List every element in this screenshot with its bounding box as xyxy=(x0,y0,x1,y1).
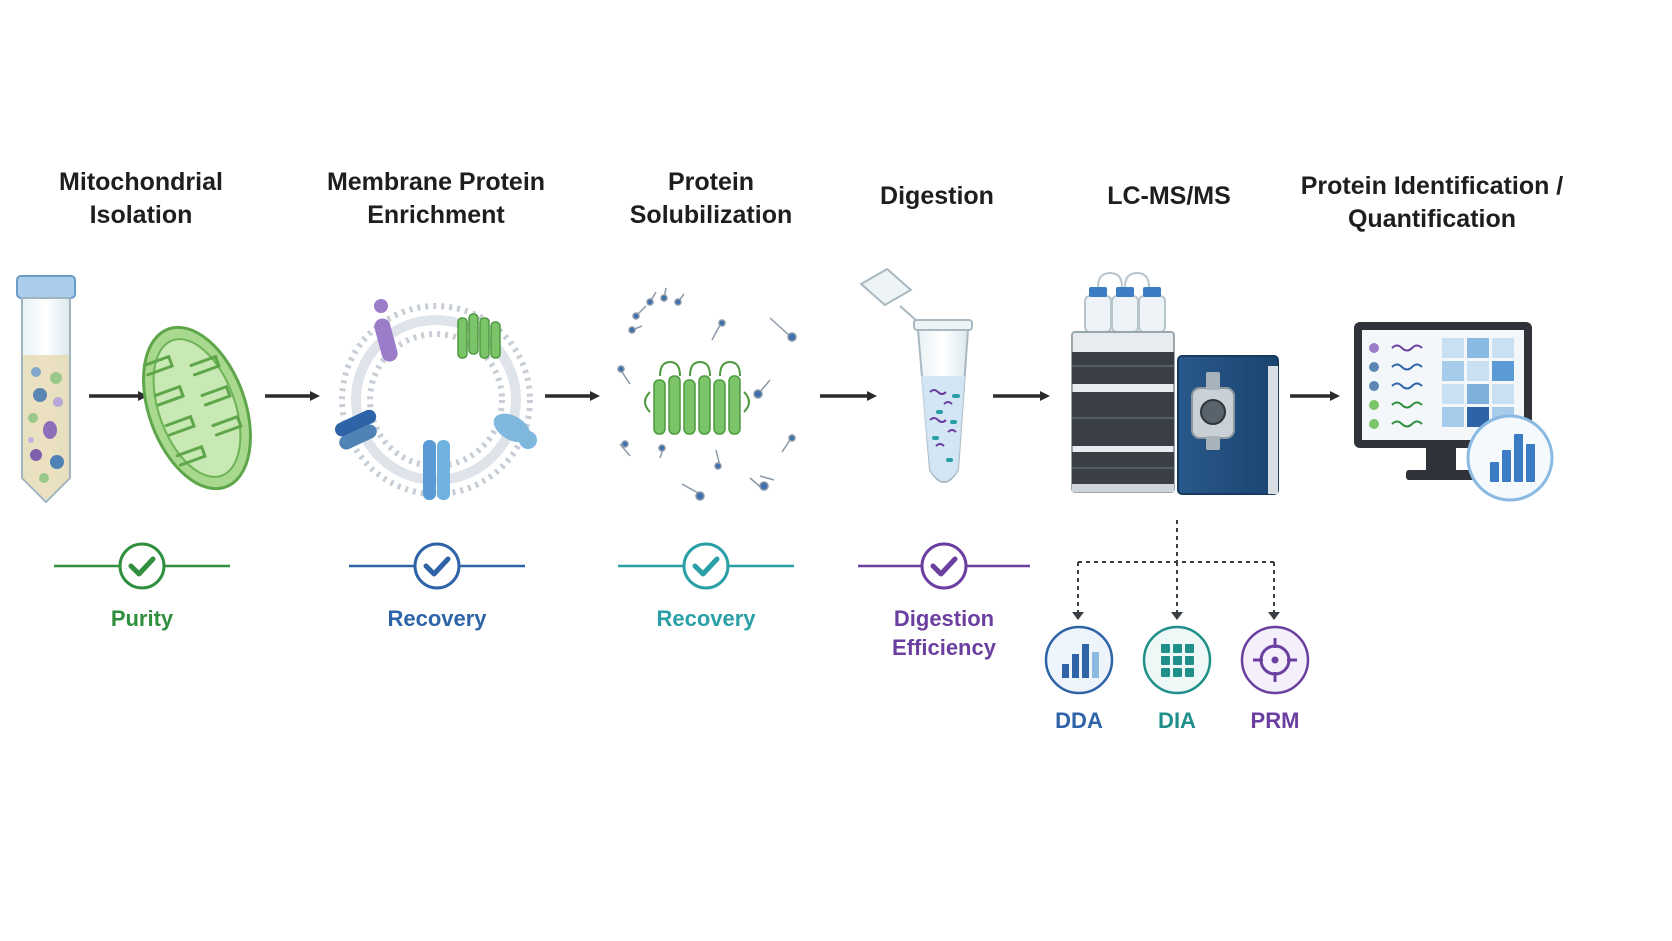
detergent-micelle-icon xyxy=(617,287,797,501)
label-line: Purity xyxy=(110,606,174,631)
grid-icon xyxy=(1142,625,1212,695)
title-line: Membrane Protein xyxy=(326,168,546,196)
step-title-lc-ms-ms: LC-MS/MS xyxy=(1107,180,1231,213)
title-line: LC-MS/MS xyxy=(1107,182,1231,210)
quality-label-recovery: Recovery xyxy=(387,604,486,633)
quality-label-digestion-efficiency: Digestion Efficiency xyxy=(892,604,996,662)
label-line: Digestion xyxy=(893,606,995,631)
label-line: Recovery xyxy=(656,606,756,631)
microcentrifuge-tube-icon xyxy=(859,267,973,483)
step-title-protein-identification: Protein Identification / Quantification xyxy=(1301,170,1564,236)
title-line: Solubilization xyxy=(629,201,793,229)
check-icon xyxy=(413,542,461,590)
check-icon xyxy=(682,542,730,590)
falcon-tube-icon xyxy=(16,275,76,504)
quality-label-purity: Purity xyxy=(111,604,173,633)
mode-label-dda: DDA xyxy=(1055,708,1103,733)
label-line: Recovery xyxy=(387,606,487,631)
bar-chart-icon xyxy=(1044,625,1114,695)
label-line: Efficiency xyxy=(892,635,996,660)
membrane-vesicle-icon xyxy=(334,299,537,500)
check-icon xyxy=(920,542,968,590)
monitor-results-icon xyxy=(1354,322,1554,502)
title-line: Enrichment xyxy=(367,201,505,229)
title-line: Protein Identification / xyxy=(1300,172,1564,200)
title-line: Protein xyxy=(667,168,755,196)
mitochondrion-icon xyxy=(142,325,252,491)
lc-ms-instrument-icon xyxy=(1071,271,1279,495)
mode-label-dia: DIA xyxy=(1158,708,1196,733)
title-line: Mitochondrial xyxy=(59,168,223,196)
acquisition-branch-lines xyxy=(1077,520,1275,616)
step-title-protein-solubilization: Protein Solubilization xyxy=(630,166,793,232)
target-icon xyxy=(1240,625,1310,695)
step-title-membrane-protein-enrichment: Membrane Protein Enrichment xyxy=(327,166,545,232)
quality-label-recovery-2: Recovery xyxy=(656,604,755,633)
step-title-mitochondrial-isolation: Mitochondrial Isolation xyxy=(59,166,223,232)
title-line: Digestion xyxy=(880,182,994,210)
check-icon xyxy=(118,542,166,590)
title-line: Quantification xyxy=(1347,205,1517,233)
title-line: Isolation xyxy=(89,201,193,229)
mode-label-prm: PRM xyxy=(1250,708,1300,733)
step-title-digestion: Digestion xyxy=(880,180,994,213)
